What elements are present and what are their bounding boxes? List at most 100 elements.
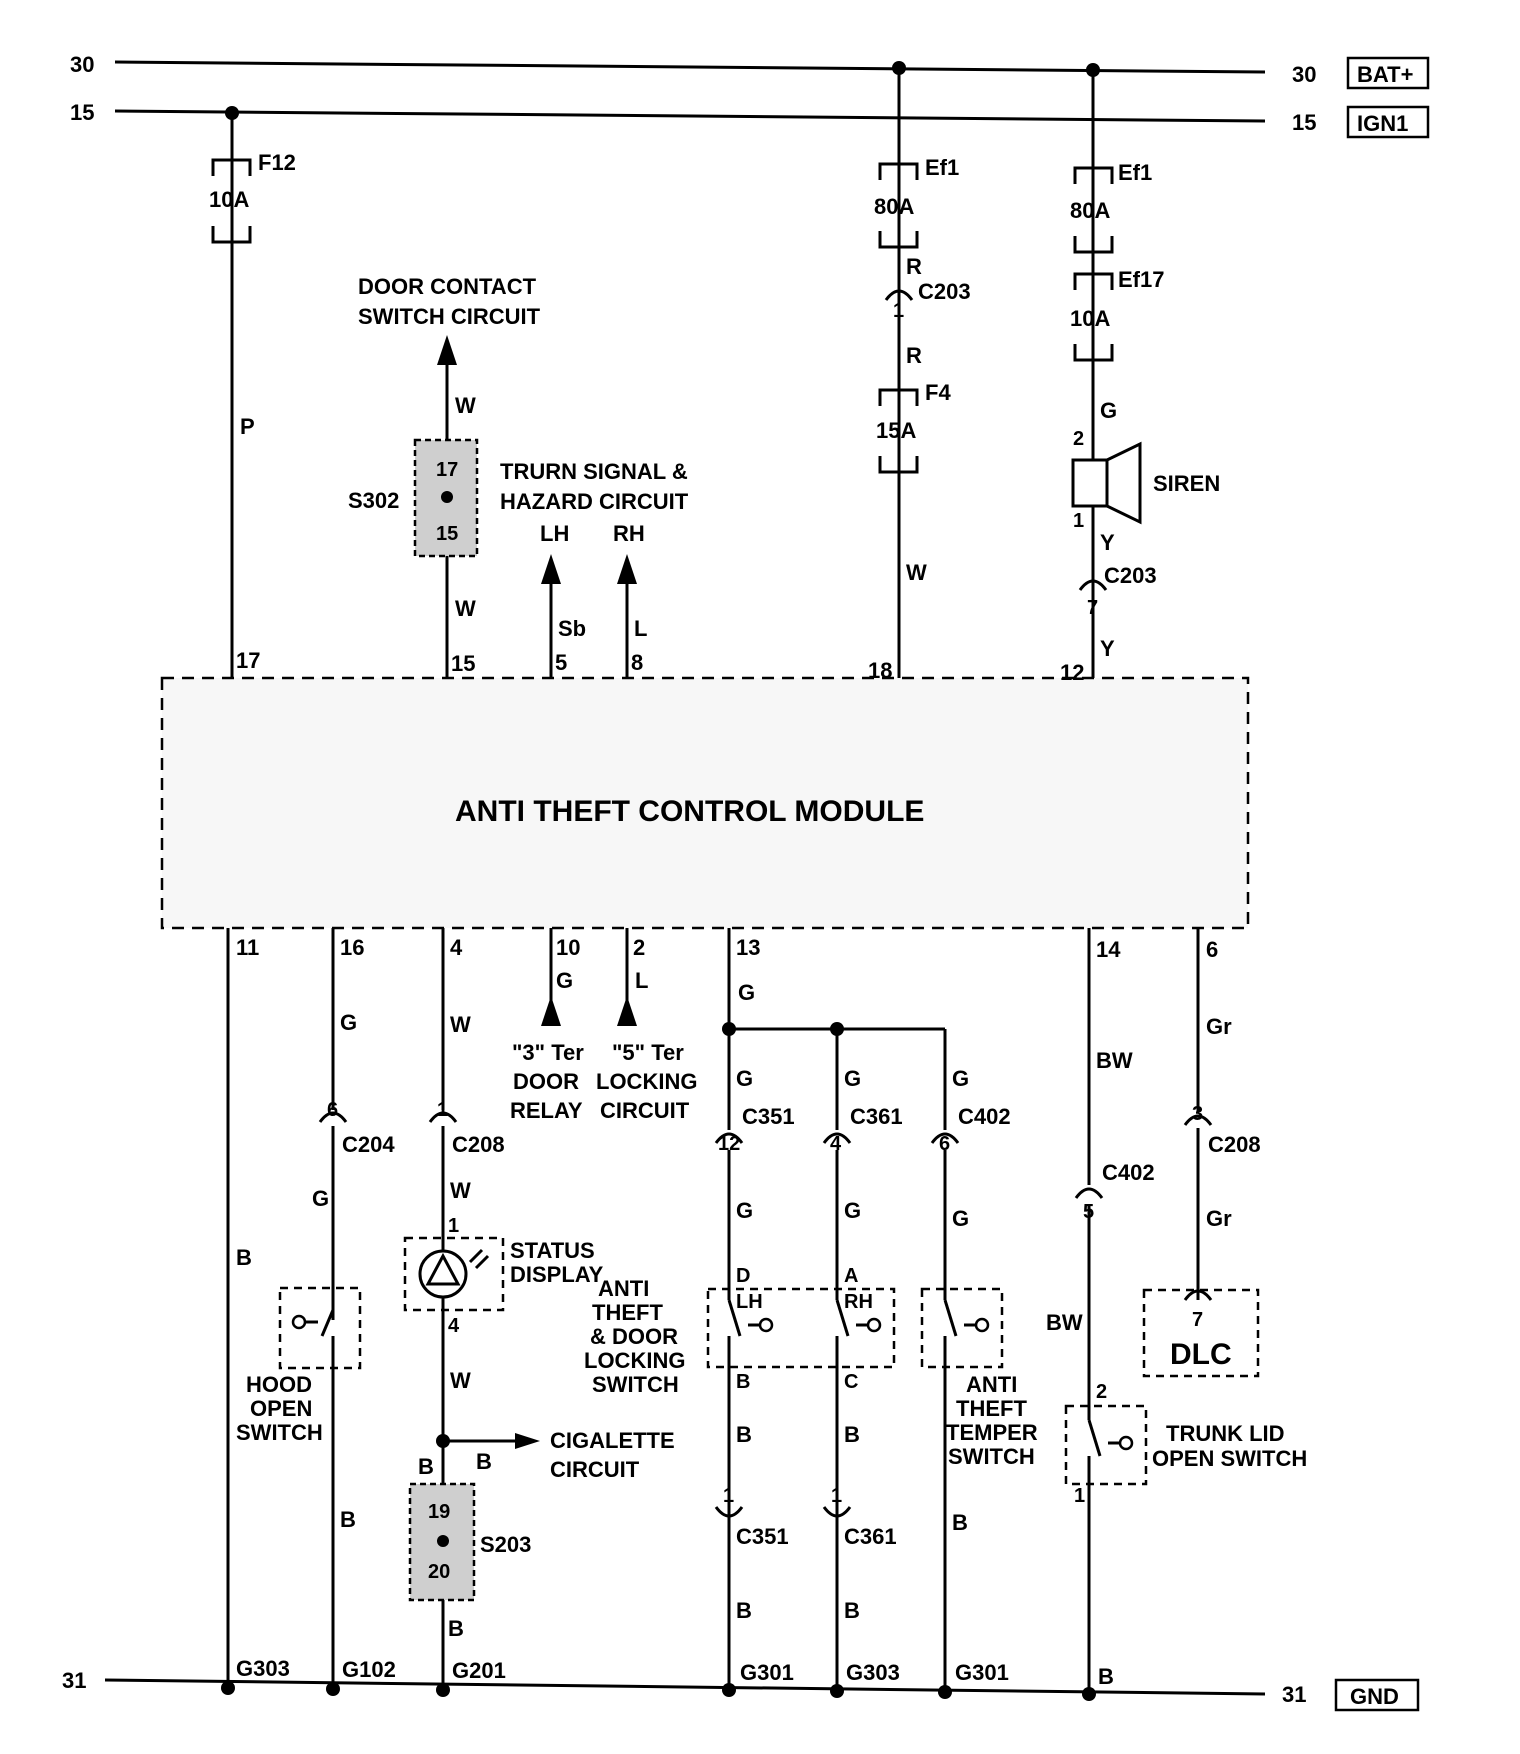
s302-pin-17: 17 — [436, 459, 458, 481]
module-pin-5: 5 — [555, 650, 567, 675]
hood-switch-branch: 16 G 6 C204 G HOOD OPEN SWITCH B G102 — [236, 928, 396, 1696]
wire-color-gr6: Gr — [1206, 1014, 1232, 1039]
module-pin-16: 16 — [340, 935, 364, 960]
temper-label-3: TEMPER — [946, 1420, 1038, 1445]
module-pin-14: 14 — [1096, 937, 1121, 962]
fuse-f12-symbol — [211, 158, 252, 244]
ef17-siren-branch: Ef1 80A Ef17 10A G 2 SIREN 1 Y C203 7 Y … — [1060, 63, 1220, 685]
wire-color-y2: Y — [1100, 636, 1115, 661]
wire-color-g13: G — [738, 980, 755, 1005]
turn-signal-branch: TRURN SIGNAL & HAZARD CIRCUIT LH RH Sb L… — [500, 459, 689, 678]
turn-signal-label-1: TRURN SIGNAL & — [500, 459, 688, 484]
fuse-f4-rating: 15A — [876, 418, 916, 443]
module-pin-8: 8 — [631, 650, 643, 675]
c203-pin-1: 1 — [893, 300, 904, 322]
wire-color-bw-trunk: BW — [1046, 1310, 1083, 1335]
wire-color-b-lh: B — [736, 1422, 752, 1447]
c204-pin-6: 6 — [327, 1099, 338, 1121]
battery-rail: 30 30 BAT+ — [70, 52, 1430, 90]
connector-c351b: C351 — [736, 1524, 789, 1549]
wire-color-g-c351: G — [736, 1066, 753, 1091]
anti-theft-temper-switch-box — [920, 1287, 1004, 1369]
temper-label-1: ANTI — [966, 1372, 1017, 1397]
wire-color-l8: L — [634, 616, 647, 641]
turn-signal-label-2: HAZARD CIRCUIT — [500, 489, 689, 514]
door-contact-branch: DOOR CONTACT SWITCH CIRCUIT W 17 15 S302… — [348, 274, 541, 678]
rail-30-left: 30 — [70, 52, 94, 77]
door-contact-arrow — [437, 335, 457, 365]
module-pin-11: 11 — [236, 935, 259, 960]
connector-c208a: C208 — [452, 1132, 505, 1157]
wire-color-g-tmp: G — [952, 1206, 969, 1231]
ter5-label-1: "5" Ter — [612, 1040, 684, 1065]
wire-color-w-below: W — [450, 1368, 471, 1393]
f12-branch: F12 10A P 17 — [209, 106, 296, 678]
ground-g102: G102 — [342, 1657, 396, 1682]
turn-lh-label: LH — [540, 521, 569, 546]
wire-color-w-mod15: W — [455, 596, 476, 621]
atdl-label-2: THEFT — [592, 1300, 663, 1325]
atdl-label-5: SWITCH — [592, 1372, 679, 1397]
wire-color-g16: G — [340, 1010, 357, 1035]
fuse-ef1a-name: Ef1 — [925, 155, 959, 180]
trunk-label-1: TRUNK LID — [1166, 1421, 1285, 1446]
status-display-box — [403, 1236, 505, 1312]
pin-13-switch-branch: 13 G G G G C351 C361 C402 12 4 6 G G G D… — [584, 928, 1038, 1699]
c208-pin-1: 1 — [437, 1099, 448, 1121]
hood-label-2: OPEN — [250, 1396, 312, 1421]
wire-color-b-lh2: B — [736, 1598, 752, 1623]
wire-color-b-trunk: B — [1098, 1664, 1114, 1689]
module-pin-12: 12 — [1060, 660, 1084, 685]
ground-g303a: G303 — [236, 1656, 290, 1681]
temper-label-4: SWITCH — [948, 1444, 1035, 1469]
c351-pin-1: 1 — [723, 1485, 734, 1507]
wire-color-y1: Y — [1100, 530, 1115, 555]
wire-color-sb: Sb — [558, 616, 586, 641]
wire-color-gr-dlc: Gr — [1206, 1206, 1232, 1231]
c208-pin-3: 3 — [1192, 1103, 1203, 1125]
trunk-lid-switch-box — [1064, 1404, 1148, 1486]
wire-color-b-tmp: B — [952, 1510, 968, 1535]
connector-c203a: C203 — [918, 279, 971, 304]
siren-label: SIREN — [1153, 471, 1220, 496]
module-pin-10: 10 — [556, 935, 580, 960]
trunk-label-2: OPEN SWITCH — [1152, 1446, 1307, 1471]
display-pin-4: 4 — [448, 1315, 460, 1337]
gnd-tag: GND — [1350, 1684, 1399, 1709]
rail-31-right: 31 — [1282, 1682, 1306, 1707]
atdl-label-1: ANTI — [598, 1276, 649, 1301]
ground-g301b: G301 — [955, 1660, 1009, 1685]
ter3-label-1: "3" Ter — [512, 1040, 584, 1065]
module-pin-18: 18 — [868, 658, 892, 683]
atdl-label-4: LOCKING — [584, 1348, 685, 1373]
module-pin-2: 2 — [633, 935, 645, 960]
c351-pin-12: 12 — [718, 1133, 740, 1155]
hood-label-3: SWITCH — [236, 1420, 323, 1445]
s302-pin-15: 15 — [436, 523, 458, 545]
wire-color-w4: W — [450, 1012, 471, 1037]
ter3-label-3: RELAY — [510, 1098, 583, 1123]
connector-c351a: C351 — [742, 1104, 795, 1129]
wire-color-b-hood: B — [340, 1507, 356, 1532]
module-pin-17: 17 — [236, 648, 260, 673]
rail-15-left: 15 — [70, 100, 94, 125]
wire-color-b-s203-in: B — [418, 1454, 434, 1479]
switch-rh-tag: RH — [844, 1291, 873, 1313]
connector-c361a: C361 — [850, 1104, 903, 1129]
dlc-label: DLC — [1170, 1338, 1232, 1371]
trunk-pin-2: 2 — [1096, 1381, 1107, 1403]
dlc-branch: 6 Gr 3 C208 Gr 7 DLC — [1142, 928, 1261, 1378]
wire-color-b-rh2: B — [844, 1598, 860, 1623]
fuse-ef1b-name: Ef1 — [1118, 160, 1152, 185]
wire-color-g-hood: G — [312, 1186, 329, 1211]
switch-pin-a: A — [844, 1265, 858, 1287]
door-relay-locking-branch: 10 G 2 L "3" Ter DOOR RELAY "5" Ter LOCK… — [510, 928, 697, 1123]
module-pin-6: 6 — [1206, 937, 1218, 962]
siren-symbol — [1071, 441, 1142, 525]
dlc-pin-7: 7 — [1192, 1309, 1203, 1331]
c361-pin-1: 1 — [831, 1485, 842, 1507]
temper-label-2: THEFT — [956, 1396, 1027, 1421]
trunk-pin-1: 1 — [1074, 1485, 1085, 1507]
bat-plus-tag: BAT+ — [1357, 62, 1413, 87]
